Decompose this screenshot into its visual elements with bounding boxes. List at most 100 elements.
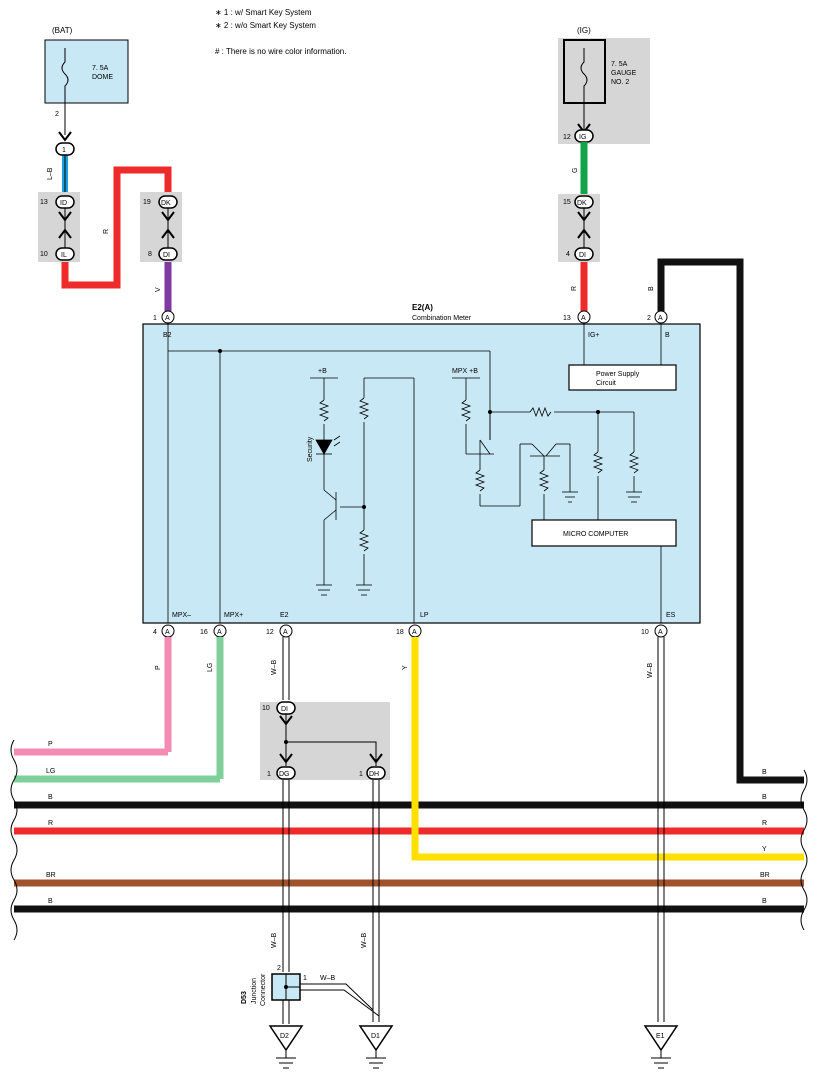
bus-label-br: BR <box>46 872 56 879</box>
label-lb: L–B <box>47 167 54 180</box>
label-wb4: W–B <box>361 933 368 949</box>
term-mpx-plus: MPX+ <box>224 612 243 619</box>
svg-text:8: 8 <box>148 251 152 258</box>
connector-1: 1 <box>55 142 75 156</box>
svg-text:2: 2 <box>647 315 651 322</box>
svg-text:A: A <box>217 629 222 636</box>
svg-text:19: 19 <box>143 199 151 206</box>
svg-text:12: 12 <box>563 134 571 141</box>
wire-b-top <box>657 258 804 784</box>
label-v: V <box>155 287 162 292</box>
meter-circuit <box>167 323 662 623</box>
label-wb3: W–B <box>271 933 278 949</box>
bus-label-p: P <box>48 741 53 748</box>
micro-computer-label: MICRO COMPUTER <box>563 531 628 538</box>
led-light-icon <box>333 435 341 447</box>
connector-dh: 1 DH <box>359 766 386 780</box>
plus-b-label: +B <box>318 368 327 375</box>
bat-fuse-pin: 2 <box>55 111 59 118</box>
svg-text:D2: D2 <box>280 1033 289 1040</box>
svg-text:4: 4 <box>566 251 570 258</box>
connector-dg: 1 DG <box>267 766 296 780</box>
bus-label-b1-right: B <box>762 794 767 801</box>
note-2: ∗ 2 : w/o Smart Key System <box>215 21 316 30</box>
label-wb-es: W–B <box>647 663 654 679</box>
label-p: P <box>155 665 162 670</box>
label-r1: R <box>103 229 110 234</box>
note-3: # : There is no wire color information. <box>215 47 346 56</box>
svg-text:10: 10 <box>641 629 649 636</box>
svg-text:DK: DK <box>577 200 587 207</box>
svg-text:12: 12 <box>266 629 274 636</box>
connector-il: 10 IL <box>40 247 75 261</box>
meter-id: E2(A) <box>412 303 433 312</box>
ground-d1-icon: D1 <box>358 1025 394 1069</box>
svg-text:1: 1 <box>267 771 271 778</box>
ig-source: (IG) <box>577 26 591 35</box>
ground-e1-icon: E1 <box>643 1025 679 1069</box>
svg-text:B: B <box>665 332 670 339</box>
label-b-top: B <box>648 286 655 291</box>
junction-name2: Connector <box>260 973 267 1006</box>
svg-text:10: 10 <box>40 251 48 258</box>
meter-pin-es: 10 A <box>641 624 668 638</box>
power-supply-l1: Power Supply <box>596 371 640 378</box>
svg-text:IG+: IG+ <box>588 332 599 339</box>
svg-text:16: 16 <box>200 629 208 636</box>
bus-label-r-right: R <box>762 820 767 827</box>
bus-label-b2-right: B <box>762 898 767 905</box>
meter-pin-ig: 13 A IG+ <box>563 310 599 339</box>
svg-text:DH: DH <box>369 771 379 778</box>
meter-name: Combination Meter <box>412 315 472 322</box>
bus-label-lg: LG <box>46 768 55 775</box>
ig-fuse-rating: 7. 5A <box>611 61 628 68</box>
connector-id: 13 ID <box>40 195 75 209</box>
term-e2: E2 <box>280 612 289 619</box>
meter-pin-mpx-minus: 4 A <box>153 624 175 638</box>
svg-text:4: 4 <box>153 629 157 636</box>
connector-dk-2: 15 DK <box>563 195 594 209</box>
meter-pin-lp: 18 A <box>396 624 422 638</box>
security-label: Security <box>307 436 314 462</box>
bat-fuse-icon <box>61 48 69 103</box>
label-y: Y <box>402 665 409 670</box>
term-es: ES <box>666 612 676 619</box>
term-mpx-minus: MPX– <box>172 612 191 619</box>
wb-wires <box>282 637 665 1024</box>
svg-text:A: A <box>165 629 170 636</box>
svg-text:A: A <box>165 315 170 322</box>
bat-fuse-box <box>44 39 129 104</box>
svg-text:1: 1 <box>359 771 363 778</box>
svg-text:IL: IL <box>61 252 67 259</box>
label-b-right: B <box>762 769 767 776</box>
svg-text:18: 18 <box>396 629 404 636</box>
bus-label-y-right: Y <box>762 846 767 853</box>
bus-label-r: R <box>48 820 53 827</box>
meter-pin-mpx-plus: 16 A <box>200 624 227 638</box>
svg-text:A: A <box>412 629 417 636</box>
label-lg: LG <box>207 663 214 672</box>
bat-source: (BAT) <box>52 26 73 35</box>
label-g: G <box>572 168 579 173</box>
connector-dk-1: 19 DK <box>143 195 178 209</box>
ground-d2-icon: D2 <box>268 1025 304 1069</box>
bat-fuse-name: DOME <box>92 74 113 81</box>
svg-text:A: A <box>658 629 663 636</box>
svg-text:IG: IG <box>579 134 586 141</box>
label-wb5: W–B <box>320 975 336 982</box>
arrow-icon <box>58 131 72 142</box>
connector-di-1: 8 DI <box>148 247 178 261</box>
label-r2: R <box>571 286 578 291</box>
svg-text:13: 13 <box>40 199 48 206</box>
svg-text:A: A <box>581 315 586 322</box>
micro-computer-box <box>531 519 677 547</box>
wire-r-left <box>61 166 172 289</box>
bus-wires <box>14 637 804 913</box>
bat-fuse-rating: 7. 5A <box>92 65 109 72</box>
junction-pin1: 1 <box>303 975 307 982</box>
bus-label-b1: B <box>48 794 53 801</box>
svg-text:1: 1 <box>62 147 66 154</box>
svg-text:10: 10 <box>262 705 270 712</box>
svg-text:13: 13 <box>563 315 571 322</box>
